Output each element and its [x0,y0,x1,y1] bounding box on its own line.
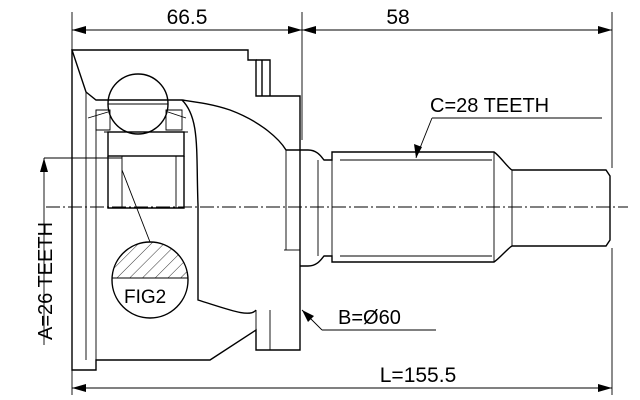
overall-length-label: L=155.5 [380,364,457,387]
a-teeth-label: A=26 TEETH [35,222,57,340]
c-teeth-label: C=28 TEETH [430,95,549,117]
ball-and-cage [87,73,188,209]
fig2-label: FIG2 [124,287,166,308]
dimension-bottom: L=155.5 [71,248,613,395]
leader-c-teeth: C=28 TEETH [414,95,602,159]
b-diameter-label: B=Ø60 [338,307,401,329]
housing-length-label: 66.5 [167,6,208,29]
shaft-length-label: 58 [386,6,409,29]
housing-section [71,49,301,371]
shaft [300,149,611,267]
leader-b-diameter: B=Ø60 [301,307,436,331]
dimension-top-left: 66.5 [71,6,303,140]
dimension-a-teeth: A=26 TEETH [35,157,122,345]
dimension-top-right: 58 [302,6,613,168]
